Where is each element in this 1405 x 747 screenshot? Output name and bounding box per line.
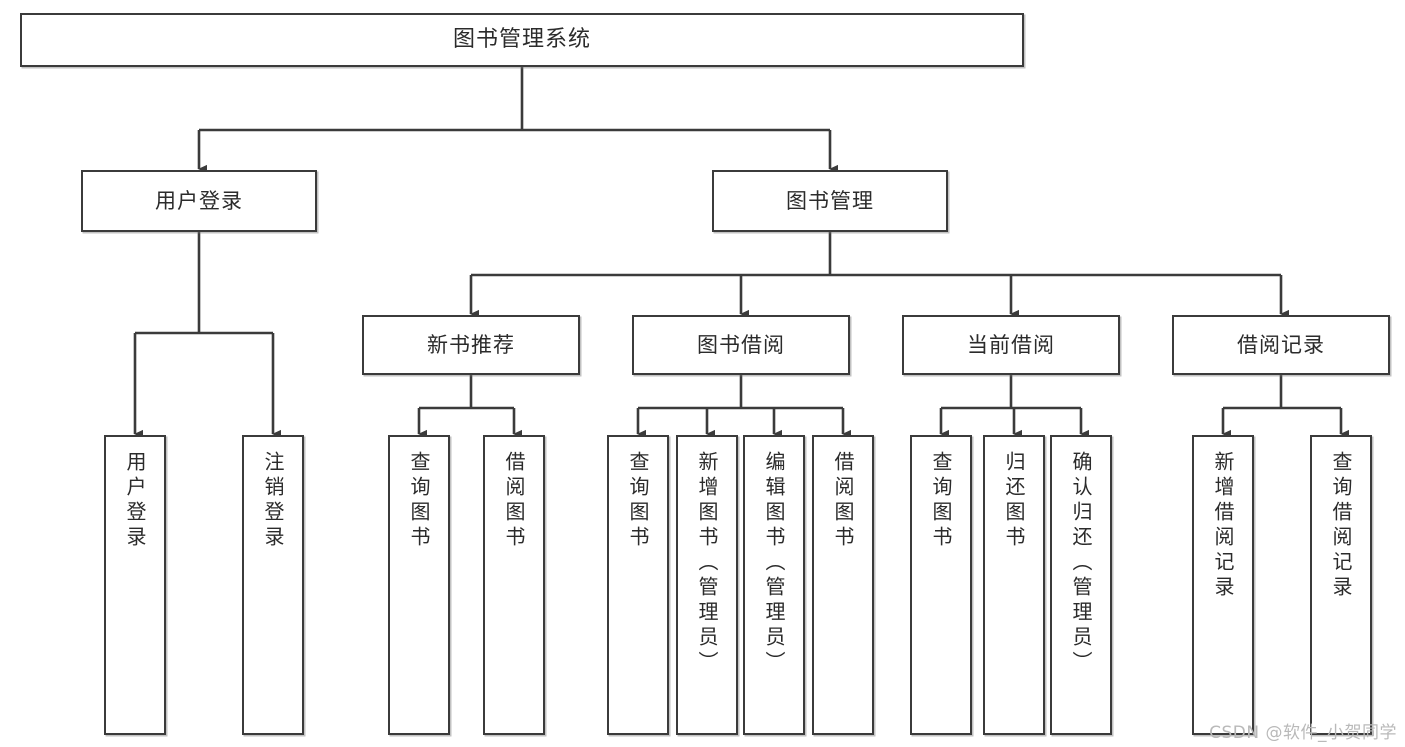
node-leaf-logout-login[interactable]: 注销登录 bbox=[242, 435, 304, 735]
node-leaf-return-book[interactable]: 归还图书 bbox=[983, 435, 1045, 735]
node-leaf-add-book-label: 新增图书（管理员） bbox=[695, 451, 719, 676]
node-leaf-logout-login-label: 注销登录 bbox=[261, 451, 285, 551]
node-leaf-return-book-label: 归还图书 bbox=[1002, 451, 1026, 551]
node-new-book-recommend[interactable]: 新书推荐 bbox=[362, 315, 580, 375]
node-leaf-query-record-label: 查询借阅记录 bbox=[1329, 451, 1353, 601]
node-leaf-edit-book[interactable]: 编辑图书（管理员） bbox=[743, 435, 805, 735]
node-leaf-user-login-label: 用户登录 bbox=[123, 451, 147, 551]
node-leaf-query-book-1-label: 查询图书 bbox=[407, 451, 431, 551]
node-leaf-user-login[interactable]: 用户登录 bbox=[104, 435, 166, 735]
node-root[interactable]: 图书管理系统 bbox=[20, 13, 1024, 67]
node-book-borrow[interactable]: 图书借阅 bbox=[632, 315, 850, 375]
node-new-book-recommend-label: 新书推荐 bbox=[427, 332, 515, 357]
node-leaf-add-book[interactable]: 新增图书（管理员） bbox=[676, 435, 738, 735]
node-borrow-record[interactable]: 借阅记录 bbox=[1172, 315, 1390, 375]
node-leaf-edit-book-label: 编辑图书（管理员） bbox=[762, 451, 786, 676]
node-leaf-confirm-return[interactable]: 确认归还（管理员） bbox=[1050, 435, 1112, 735]
node-book-borrow-label: 图书借阅 bbox=[697, 332, 785, 357]
node-leaf-borrow-book-2[interactable]: 借阅图书 bbox=[812, 435, 874, 735]
node-user-login[interactable]: 用户登录 bbox=[81, 170, 317, 232]
node-leaf-query-book-2[interactable]: 查询图书 bbox=[607, 435, 669, 735]
node-leaf-query-book-3[interactable]: 查询图书 bbox=[910, 435, 972, 735]
node-borrow-record-label: 借阅记录 bbox=[1237, 332, 1325, 357]
node-leaf-query-book-1[interactable]: 查询图书 bbox=[388, 435, 450, 735]
node-leaf-query-book-2-label: 查询图书 bbox=[626, 451, 650, 551]
node-leaf-borrow-book-2-label: 借阅图书 bbox=[831, 451, 855, 551]
node-leaf-query-book-3-label: 查询图书 bbox=[929, 451, 953, 551]
node-current-borrow-label: 当前借阅 bbox=[967, 332, 1055, 357]
node-leaf-add-record-label: 新增借阅记录 bbox=[1211, 451, 1235, 601]
node-leaf-borrow-book-1-label: 借阅图书 bbox=[502, 451, 526, 551]
node-user-login-label: 用户登录 bbox=[155, 188, 243, 213]
node-book-manage-label: 图书管理 bbox=[786, 188, 874, 213]
node-current-borrow[interactable]: 当前借阅 bbox=[902, 315, 1120, 375]
node-leaf-add-record[interactable]: 新增借阅记录 bbox=[1192, 435, 1254, 735]
node-root-label: 图书管理系统 bbox=[452, 27, 591, 53]
node-book-manage[interactable]: 图书管理 bbox=[712, 170, 948, 232]
node-leaf-confirm-return-label: 确认归还（管理员） bbox=[1069, 451, 1093, 676]
csdn-watermark: CSDN @软件_小贺同学 bbox=[1209, 723, 1397, 743]
node-leaf-borrow-book-1[interactable]: 借阅图书 bbox=[483, 435, 545, 735]
node-leaf-query-record[interactable]: 查询借阅记录 bbox=[1310, 435, 1372, 735]
